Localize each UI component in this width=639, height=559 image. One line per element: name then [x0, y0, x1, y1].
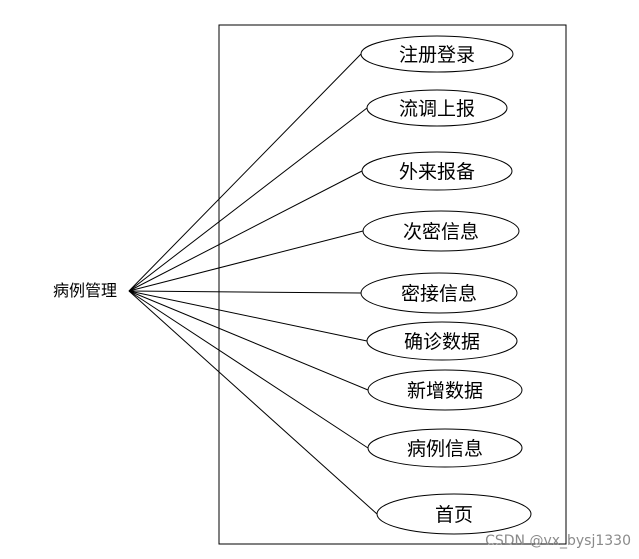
use-case-ellipse [367, 369, 523, 411]
use-case-label: 注册登录 [399, 44, 475, 66]
association-line [128, 230, 364, 292]
use-case-label: 次密信息 [403, 221, 479, 243]
use-case-ellipse [361, 151, 513, 191]
association-line [128, 53, 362, 292]
watermark: CSDN @vx_bysj1330 [485, 533, 631, 549]
association-line [128, 290, 378, 515]
use-case-label: 新增数据 [407, 380, 483, 402]
use-case-label: 外来报备 [399, 161, 475, 183]
use-case-label: 流调上报 [399, 98, 475, 120]
use-case-label: 密接信息 [401, 283, 477, 305]
association-line [128, 290, 369, 391]
association-line [128, 290, 368, 342]
use-case-label: 病例信息 [407, 438, 483, 460]
use-case-ellipse [360, 272, 518, 314]
association-line [128, 290, 369, 449]
system-boundary [218, 24, 567, 545]
association-lines [128, 53, 378, 515]
use-case-ellipse [376, 493, 532, 535]
association-line [128, 170, 363, 292]
use-case-ellipse [362, 210, 520, 252]
use-case-ellipse [367, 428, 523, 468]
association-line [128, 290, 362, 294]
use-case-label: 首页 [435, 504, 473, 526]
actor-label: 病例管理 [53, 281, 117, 300]
use-case-ellipse [366, 321, 518, 361]
use-case-ellipse [366, 89, 508, 127]
association-line [128, 107, 368, 292]
use-case-ellipse [360, 35, 514, 73]
use-case-label: 确诊数据 [404, 331, 480, 353]
